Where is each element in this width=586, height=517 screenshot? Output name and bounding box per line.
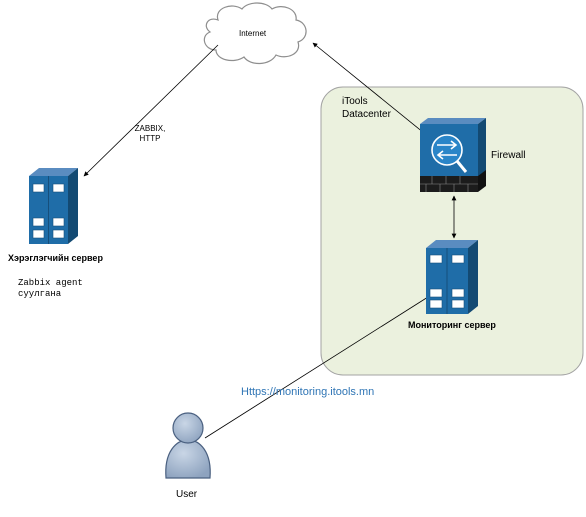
user-icon [165, 412, 211, 479]
internet-label: Internet [239, 29, 267, 38]
firewall-label: Firewall [491, 150, 526, 161]
monitoring-server-label: Мониторинг сервер [408, 320, 496, 330]
internet-to-client-server-line [83, 44, 219, 177]
firewall-icon [420, 118, 486, 192]
cloud-icon [203, 2, 307, 65]
client-server-title: Хэрэглэгчийн сервер [8, 253, 103, 263]
client-server-icon [29, 168, 78, 244]
user-label: User [176, 489, 198, 500]
user-to-monitoring-line [204, 296, 429, 439]
datacenter-label-line-1: iTools [342, 96, 368, 107]
firewall-to-internet-line [312, 42, 425, 134]
client-server-note-line-2: суулгана [18, 289, 62, 299]
protocol-label-line-1: ZABBIX, [134, 124, 166, 133]
datacenter-label: iTools Datacenter [342, 95, 391, 121]
client-server-note: Zabbix agent суулгана [18, 278, 83, 300]
datacenter-label-line-2: Datacenter [342, 109, 391, 120]
client-server-note-line-1: Zabbix agent [18, 278, 83, 288]
protocol-label: ZABBIX, HTTP [133, 124, 167, 144]
protocol-label-line-2: HTTP [139, 134, 161, 143]
monitoring-url-label: Https://monitoring.itools.mn [241, 386, 375, 398]
monitoring-server-icon [426, 240, 478, 314]
